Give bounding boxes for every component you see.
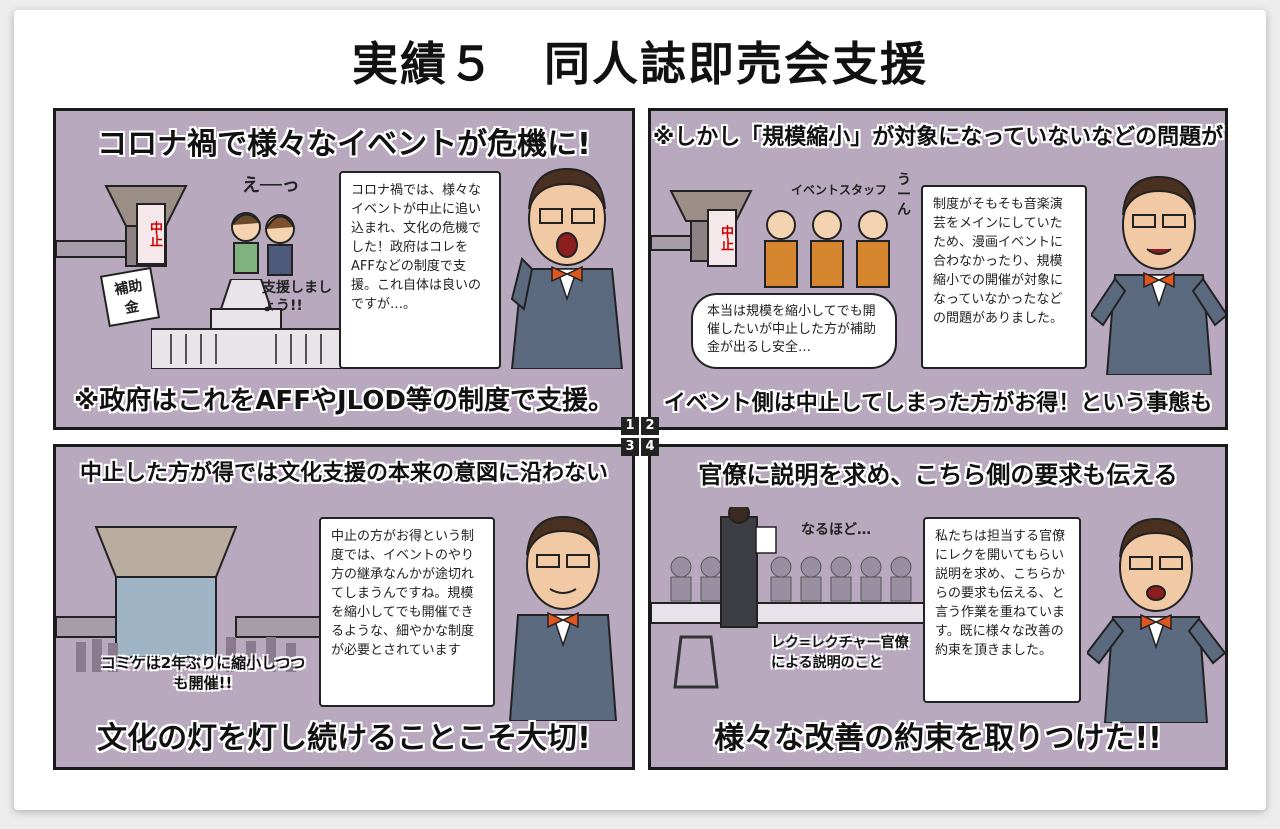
staff-thought-bubble: 本当は規模を縮小してでも開催したいが中止した方が補助金が出るし安全…: [691, 293, 897, 369]
panel-4: 官僚に説明を求め、こちら側の要求も伝える なるほど… レク=レクチャー官僚による…: [648, 444, 1228, 770]
panel-1-footer: ※政府はこれをAFFやJLOD等の制度で支援。: [74, 386, 614, 416]
panel-number-1: 1: [621, 417, 639, 435]
panel-2-header: ※しかし「規模縮小」が対象になっていないなどの問題が: [652, 125, 1224, 150]
sfx-naruhodo: なるほど…: [801, 522, 871, 538]
worried-people-illustration: [231, 212, 295, 276]
panel-number-4: 4: [641, 438, 659, 456]
panel-4-header: 官僚に説明を求め、こちら側の要求も伝える: [698, 461, 1178, 489]
panel-4-footer: 様々な改善の約束を取りつけた!!: [714, 721, 1162, 756]
staff-label: イベントスタッフ: [791, 183, 888, 197]
comiket-note: コミケは2年ぶりに縮小しつつも開催!!: [100, 654, 306, 692]
sfx-uun: うーん: [897, 172, 911, 218]
big-sight-illustration: [651, 190, 753, 262]
panel-2: ※しかし「規模縮小」が対象になっていないなどの問題が 中止 イベントスタッフ う…: [648, 108, 1228, 430]
event-staff-illustration: [764, 210, 890, 288]
diet-building-illustration: [151, 279, 341, 369]
panel-number-2: 2: [641, 417, 659, 435]
sign-subsidy: 補助金: [99, 266, 161, 328]
panel-number-3: 3: [621, 438, 639, 456]
panel-2-speech-bubble: 制度がそもそも音楽演芸をメインにしていたため、漫画イベントに合わなかったり、規模…: [921, 185, 1087, 369]
panel-3: 中止した方が得では文化支援の本来の意図に沿わない コミケは2年ぶりに縮小しつつも…: [53, 444, 635, 770]
panel-3-footer: 文化の灯を灯し続けることこそ大切!: [97, 721, 591, 756]
sign-cancel: 中止: [136, 203, 166, 265]
panel-3-header: 中止した方が得では文化支援の本来の意図に沿わない: [79, 461, 608, 486]
meeting-room-illustration: [651, 507, 931, 689]
sfx-eh: え──っ: [242, 175, 300, 196]
panel-4-speech-bubble: 私たちは担当する官僚にレクを開いてもらい説明を求め、こちらからの要求も伝える、と…: [923, 517, 1081, 703]
politician-character: [1091, 175, 1225, 375]
sign-cancel: 中止: [707, 209, 737, 267]
panel-2-footer: イベント側は中止してしまった方がお得！という事態も: [663, 391, 1213, 416]
panel-3-speech-bubble: 中止の方がお得という制度では、イベントのやり方の継承なんかが途切れてしまうんです…: [319, 517, 495, 707]
panel-1: コロナ禍で様々なイベントが危機に! 中止 え──っ 支援しましょう!! 補助金 …: [53, 108, 635, 430]
panel-1-speech-bubble: コロナ禍では、様々なイベントが中止に追い込まれ、文化の危機でした！政府はコレをA…: [339, 171, 501, 369]
politician-character: [508, 515, 618, 721]
politician-character: [510, 167, 624, 369]
sfx-support: 支援しましょう!!: [262, 280, 332, 314]
panel-1-header: コロナ禍で様々なイベントが危機に!: [97, 127, 591, 162]
politician-character: [1087, 517, 1225, 723]
page-title: 実績５ 同人誌即売会支援: [352, 37, 928, 91]
big-sight-crowd-illustration: [56, 526, 326, 672]
lecture-note: レク=レクチャー官僚による説明のこと: [771, 635, 909, 671]
